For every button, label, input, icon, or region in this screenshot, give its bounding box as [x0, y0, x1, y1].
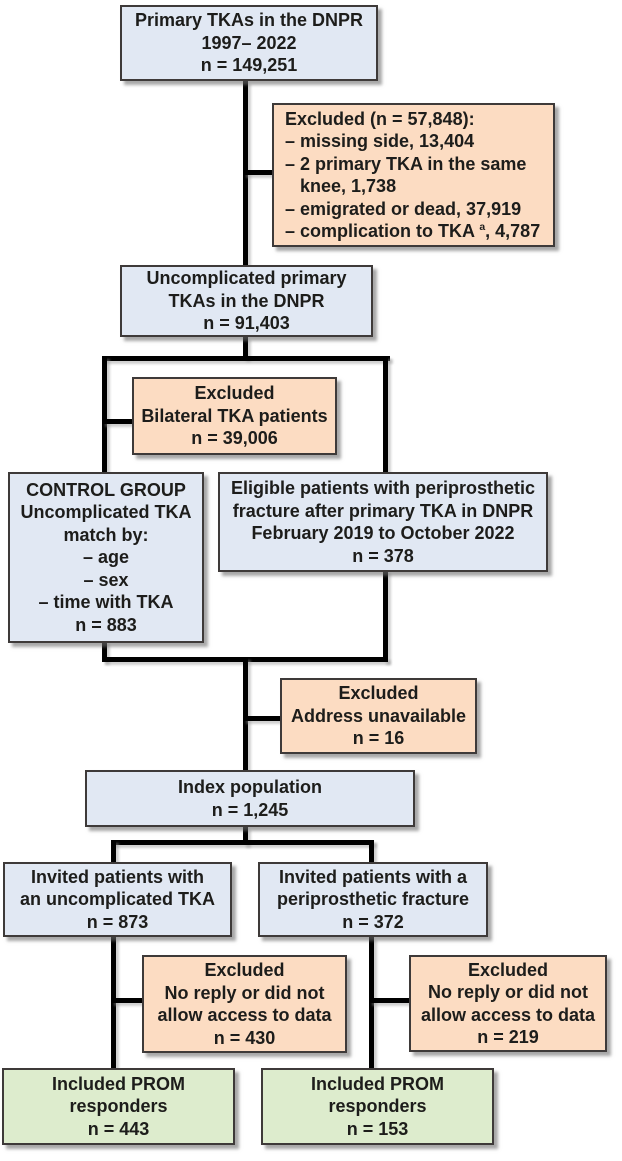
connector-into-invited-right [369, 840, 374, 864]
connector-invited-right-to-prom [369, 937, 374, 1070]
footnote-line-pre: – complication to TKA [285, 221, 480, 241]
box-line: Uncomplicated TKA [20, 502, 192, 523]
invited-fracture-box: Invited patients with a periprosthetic f… [258, 862, 488, 937]
box-line: February 2019 to October 2022 [251, 523, 515, 543]
box-line: responders [328, 1096, 427, 1117]
box-line: n = 430 [213, 1027, 276, 1048]
box-line: Uncomplicated primary [146, 268, 347, 289]
box-line: Excluded [467, 959, 549, 980]
box-line: Excluded [204, 960, 285, 980]
footnote-line-post: , 4,787 [485, 221, 541, 241]
primary-tka-box: Primary TKAs in the DNPR 1997– 2022 n = … [120, 5, 378, 81]
box-line: TKAs in the DNPR [168, 290, 325, 311]
included-prom-fracture-box: Included PROM responders n = 153 [261, 1068, 494, 1145]
box-line: Included PROM [310, 1073, 444, 1094]
box-line: Index population [178, 777, 322, 797]
footnote-marker: a [479, 222, 486, 233]
connector-split-invited [111, 840, 374, 845]
box-line: knee, 1,738 [300, 176, 397, 196]
box-line: n = 883 [75, 614, 137, 635]
box-line: Excluded [194, 383, 275, 404]
box-line: – sex [83, 569, 129, 590]
connector-uncomplicated-down [243, 337, 248, 359]
uncomplicated-tka-box: Uncomplicated primary TKAs in the DNPR n… [120, 265, 373, 337]
connector-right-branch-down [383, 356, 388, 474]
included-prom-uncomplicated-box: Included PROM responders n = 443 [2, 1068, 235, 1145]
connector-into-invited-left [111, 840, 116, 864]
connector-stub-excluded-noreply-left [111, 998, 144, 1003]
box-line: Included PROM [51, 1073, 185, 1094]
box-line: n = 149,251 [200, 55, 298, 76]
box-line: n = 219 [477, 1027, 539, 1047]
connector-index-down [243, 827, 248, 845]
excluded-initial-box: Excluded (n = 57,848): – missing side, 1… [272, 103, 555, 247]
box-line: n = 873 [86, 911, 149, 932]
control-group-box: CONTROL GROUP Uncomplicated TKA match by… [8, 472, 204, 643]
box-line: No reply or did not [164, 982, 325, 1003]
box-line: 1997– 2022 [201, 32, 297, 53]
connector-split-top [102, 356, 390, 361]
box-line: Excluded (n = 57,848): [285, 108, 475, 129]
box-line: CONTROL GROUP [26, 479, 186, 500]
box-line: Primary TKAs in the DNPR [134, 10, 364, 31]
box-line: match by: [63, 524, 149, 545]
connector-stub-excluded-noreply-right [369, 998, 411, 1003]
box-line: – age [82, 547, 130, 568]
box-line: – emigrated or dead, 37,919 [285, 198, 522, 219]
box-line: n = 39,006 [191, 428, 278, 449]
eligible-fracture-box: Eligible patients with periprosthetic fr… [218, 472, 548, 572]
index-population-box: Index population n = 1,245 [85, 770, 415, 827]
box-line: allow access to data [157, 1005, 332, 1025]
connector-stub-excluded-bilateral [102, 419, 134, 424]
connector-control-down [102, 641, 107, 662]
box-line: responders [69, 1096, 168, 1117]
box-line: n = 443 [87, 1118, 150, 1139]
box-line: allow access to data [420, 1004, 596, 1025]
box-line: Address unavailable [290, 705, 467, 726]
box-line: Excluded [338, 683, 419, 704]
connector-stub-excluded-address [243, 716, 282, 721]
box-line: n = 91,403 [203, 313, 290, 334]
box-line: fracture after primary TKA in DNPR [232, 500, 534, 521]
excluded-noreply-uncomplicated-box: Excluded No reply or did not allow acces… [142, 955, 347, 1053]
box-line: Invited patients with [30, 866, 204, 887]
box-line: – time with TKA [38, 592, 174, 613]
box-line: Eligible patients with periprosthetic [230, 478, 536, 498]
connector-eligible-down [383, 570, 388, 662]
box-line: n = 16 [352, 728, 405, 749]
box-line: Invited patients with a [278, 866, 468, 887]
connector-left-branch-down [102, 356, 107, 474]
excluded-bilateral-box: Excluded Bilateral TKA patients n = 39,0… [132, 377, 337, 455]
box-line: n = 378 [352, 545, 414, 566]
connector-stub-excluded-initial [243, 170, 274, 175]
box-line: – missing side, 13,404 [285, 131, 475, 151]
box-line: n = 1,245 [211, 799, 289, 820]
box-line: n = 153 [346, 1118, 409, 1139]
box-line-with-footnote: – complication to TKA a, 4,787 [285, 220, 540, 243]
excluded-address-box: Excluded Address unavailable n = 16 [280, 678, 477, 754]
excluded-noreply-fracture-box: Excluded No reply or did not allow acces… [409, 955, 607, 1052]
connector-invited-left-to-prom [111, 937, 116, 1070]
box-line: an uncomplicated TKA [19, 889, 216, 910]
invited-uncomplicated-box: Invited patients with an uncomplicated T… [3, 862, 232, 937]
box-line: No reply or did not [428, 982, 588, 1002]
connector-join-to-index [243, 657, 248, 772]
box-line: periprosthetic fracture [276, 889, 470, 910]
box-line: n = 372 [342, 911, 404, 932]
box-line: – 2 primary TKA in the same [285, 153, 527, 174]
box-line: Bilateral TKA patients [141, 405, 328, 426]
